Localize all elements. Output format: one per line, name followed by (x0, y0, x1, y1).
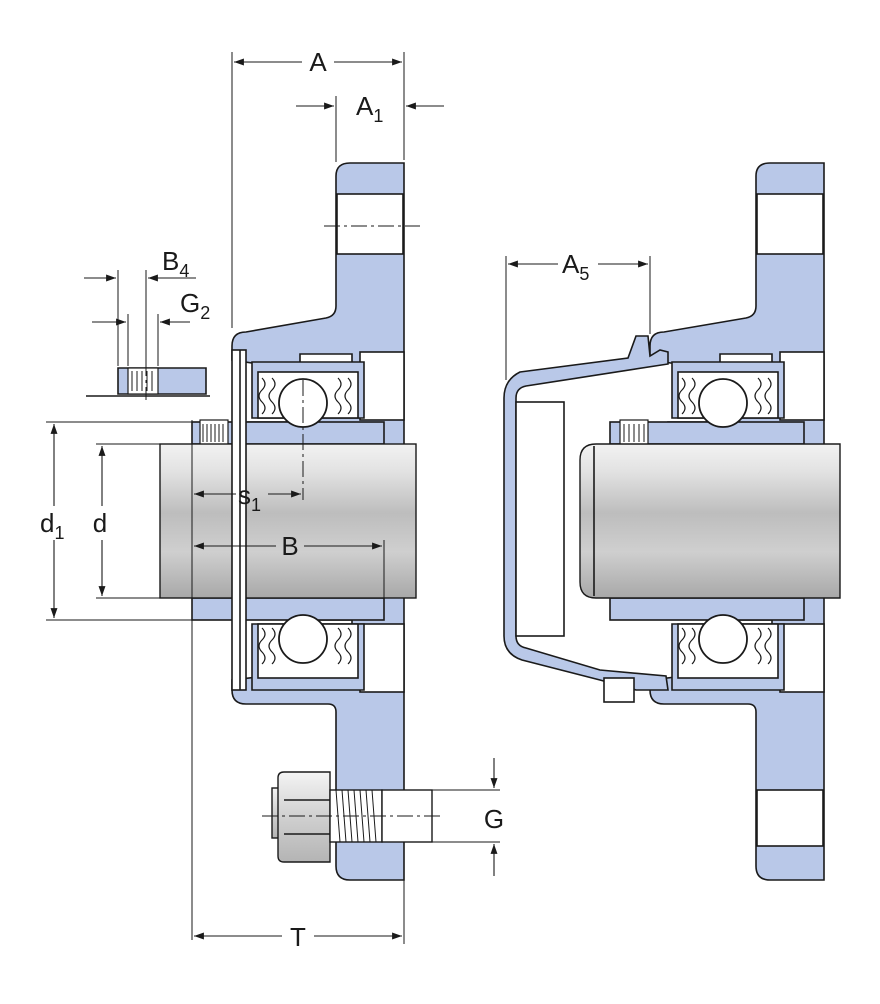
cavity-bottom-left (359, 623, 405, 693)
grub-screw-left (199, 419, 229, 447)
label-A5: A5 (562, 249, 589, 284)
cover-plug (603, 677, 635, 703)
ball-bottom-left (278, 614, 328, 664)
ring-detail-screw (127, 367, 159, 395)
label-A1: A1 (356, 91, 383, 126)
dimensions: A A1 B4 G2 d1 d s1 (40, 47, 651, 952)
cavity-bottom-right (779, 623, 825, 693)
bolt-hole-top-right (756, 193, 824, 255)
label-B: B (281, 531, 298, 561)
label-B4: B4 (162, 246, 189, 281)
label-G2: G2 (180, 288, 210, 323)
shaft-right (579, 443, 841, 599)
cavity-top-right (779, 351, 825, 421)
cavity-top-left (359, 351, 405, 421)
label-G: G (484, 804, 504, 834)
hex-nut (277, 771, 331, 863)
seal-top-left (258, 377, 352, 415)
label-d1: d1 (40, 508, 64, 543)
label-s1: s1 (238, 480, 261, 515)
label-d: d (93, 508, 107, 538)
inner-ring-bottom-right (609, 597, 805, 621)
bolt-hole-bottom-right (756, 789, 824, 847)
shaft-left (159, 443, 417, 599)
ball-top-right (698, 378, 748, 428)
end-cover (503, 335, 669, 691)
end-plate-left (231, 349, 247, 691)
seal-bottom-left (258, 627, 352, 665)
left-view (86, 162, 440, 881)
label-T: T (290, 922, 306, 952)
end-cover-inner (515, 401, 565, 637)
grub-screw-thread (202, 424, 224, 442)
right-view (503, 162, 841, 881)
label-A: A (309, 47, 327, 77)
bolt-hole-top-left (336, 193, 404, 255)
ball-bottom-right (698, 614, 748, 664)
inner-ring-bottom-left (191, 597, 385, 621)
